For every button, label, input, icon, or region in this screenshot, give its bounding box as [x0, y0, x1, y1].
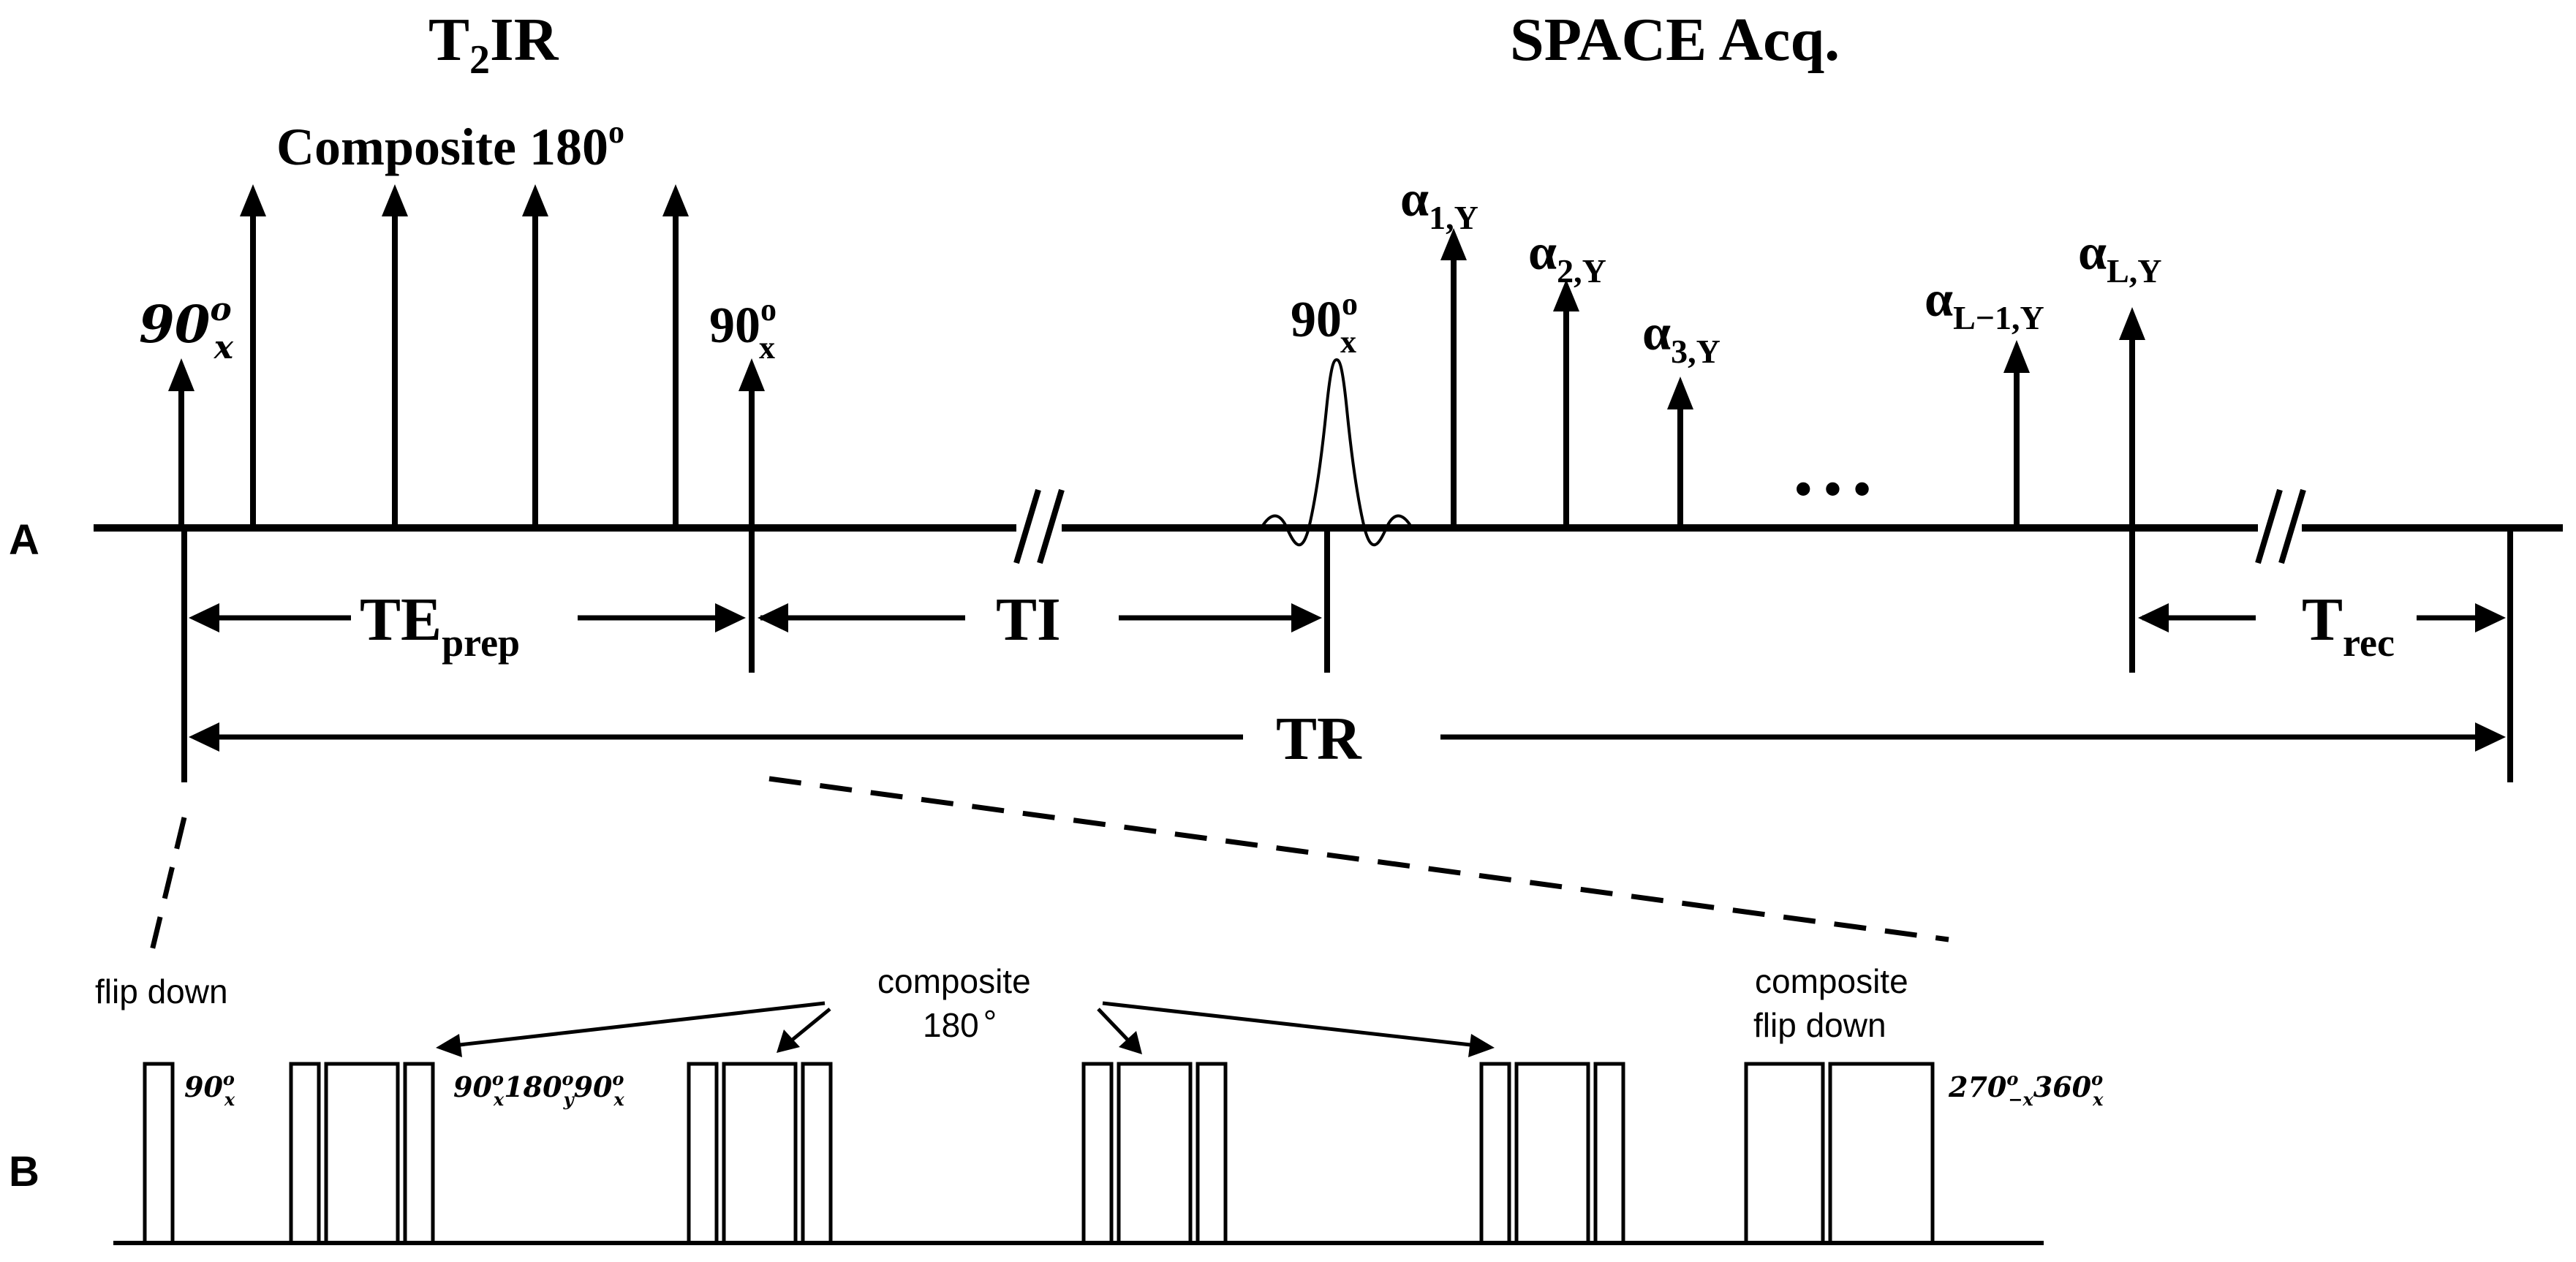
pointer-head-group1 — [436, 1034, 462, 1057]
label-composite-180: Composite 180o — [276, 114, 624, 176]
label-tr: TR — [1276, 705, 1362, 773]
arrowhead-alpha-1 — [1440, 228, 1467, 260]
zoom-dash-left — [149, 817, 187, 951]
arrowhead-composite-2 — [382, 184, 408, 216]
pointer-head-group3 — [1119, 1031, 1142, 1054]
break-mark-trec-left — [2255, 488, 2283, 564]
block-group3-180 — [1117, 1062, 1193, 1245]
block-group4-90 — [1479, 1062, 1511, 1245]
label-composite-180-line2: 180° — [923, 1003, 997, 1044]
arrowhead-alpha-3 — [1667, 377, 1693, 409]
block-group1-90b — [403, 1062, 435, 1245]
label-alpha-3: α3,Y — [1642, 305, 1721, 370]
break-mark-trec-right — [2278, 488, 2306, 564]
arrowhead-90x-first — [168, 358, 194, 391]
block-group2-180 — [722, 1062, 798, 1245]
block-flip-360 — [1828, 1062, 1935, 1245]
header-space-acq: SPACE Acq. — [1510, 6, 1840, 74]
label-flip-down: flip down — [95, 972, 228, 1010]
block-group1-90 — [289, 1062, 321, 1245]
label-alpha-2: α2,Y — [1528, 224, 1606, 290]
sinc-excitation-pulse — [1260, 358, 1413, 547]
block-group3-90 — [1081, 1062, 1114, 1245]
block-group4-180 — [1514, 1062, 1590, 1245]
block-group1-180 — [324, 1062, 400, 1245]
block-group4-90b — [1593, 1062, 1625, 1245]
arrowhead-alpha-2 — [1553, 279, 1579, 311]
pointer-to-group1 — [453, 1001, 826, 1048]
trec-arrow-left — [2138, 603, 2169, 632]
label-alpha-l-minus-1: αL−1,Y — [1925, 271, 2044, 336]
ti-arrow-left — [758, 603, 788, 632]
arrowhead-composite-3 — [522, 184, 548, 216]
pointer-to-group4 — [1102, 1001, 1478, 1048]
panel-label-a: A — [9, 516, 39, 564]
arrowhead-composite-1 — [240, 184, 266, 216]
pointer-head-group4 — [1468, 1034, 1495, 1057]
block-group2-90b — [801, 1062, 833, 1245]
arrowhead-alpha-l — [2119, 307, 2145, 340]
panel-label-b: B — [9, 1148, 39, 1195]
arrowhead-alpha-l-minus-1 — [2003, 340, 2030, 373]
break-mark-ti-left — [1013, 488, 1041, 564]
block-flip-270 — [1744, 1062, 1825, 1245]
pointer-to-group2 — [788, 1008, 831, 1043]
label-composite-flip-line2: flip down — [1753, 1006, 1886, 1044]
header-t2ir: T2IR — [428, 6, 559, 83]
label-trec: Trec — [2302, 586, 2395, 665]
label-composite-180-line1: composite — [877, 962, 1031, 1000]
tr-arrow-right — [2475, 722, 2506, 752]
trec-arrow-right — [2475, 603, 2506, 632]
ti-arrow-right — [1291, 603, 1322, 632]
te-prep-arrow-right — [715, 603, 746, 632]
block-flip-down-90 — [143, 1062, 175, 1245]
te-prep-arrow-left — [189, 603, 219, 632]
label-alpha-1: α1,Y — [1400, 171, 1478, 236]
pointer-to-group3 — [1097, 1008, 1131, 1043]
panel-b-composite-pulses: flip down composite 180° composite flip … — [95, 962, 2104, 1245]
break-mark-ti-right — [1037, 488, 1065, 564]
label-ti: TI — [996, 586, 1061, 654]
block-group3-90b — [1196, 1062, 1228, 1245]
label-alpha-l: αL,Y — [2078, 224, 2161, 290]
arrowhead-90x-second — [739, 358, 765, 391]
block-group2-90 — [687, 1062, 719, 1245]
ellipsis-dots: • • • — [1795, 462, 1870, 515]
arrowhead-composite-4 — [662, 184, 689, 216]
tr-arrow-left — [189, 722, 219, 752]
pointer-head-group2 — [777, 1029, 800, 1053]
zoom-dash-right — [768, 776, 1949, 942]
label-composite-flip-line1: composite — [1755, 962, 1908, 1000]
label-te-prep: TEprep — [360, 586, 520, 665]
